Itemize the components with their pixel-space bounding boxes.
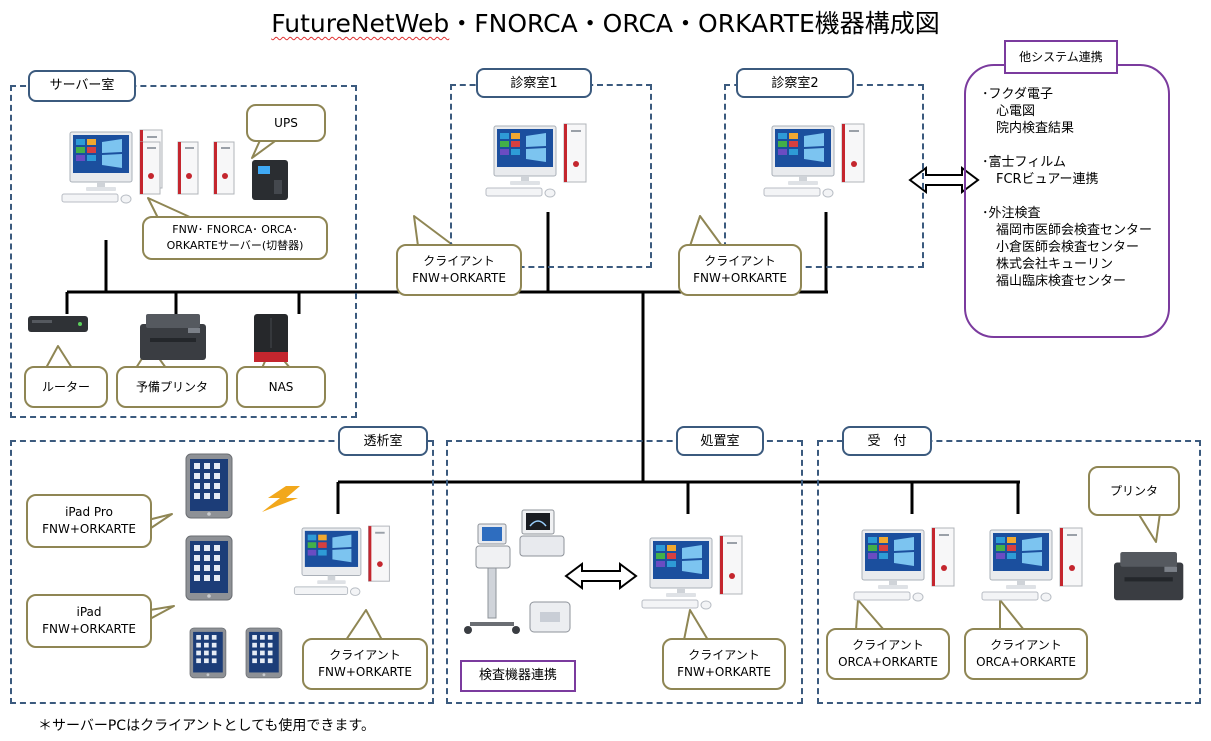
ups-icon (252, 160, 288, 200)
exam-room-2-label: 診察室2 (736, 68, 854, 98)
exam-room-2 (724, 84, 924, 268)
ipad-pro-line2: FNW+ORKARTE (42, 522, 136, 536)
spare-printer-label: 予備プリンタ (135, 379, 208, 394)
exam2-other-systems-arrow (908, 166, 980, 194)
nas-label: NAS (268, 379, 294, 394)
dialysis-room (10, 440, 434, 704)
outsource-item-4: 福山臨床検査センター (996, 274, 1127, 289)
dialysis-client-line2: FNW+ORKARTE (318, 665, 412, 679)
reception-client2-line1: クライアント (990, 638, 1062, 652)
ups-label: UPS (274, 115, 298, 130)
outsource-heading: ･外注検査 (982, 206, 1041, 221)
treatment-client-bubble: クライアント FNW+ORKARTE (662, 638, 786, 690)
server-room-label: サーバー室 (28, 70, 136, 102)
server-label-line2: ORKARTEサーバー(切替器) (166, 239, 304, 252)
outsource-item-2: 小倉医師会検査センター (996, 240, 1140, 255)
nas-icon (254, 314, 288, 362)
nas-bubble: NAS (236, 366, 326, 408)
router-icon (28, 316, 88, 332)
ups-bubble: UPS (246, 104, 326, 142)
portable-ultrasound-icon (519, 509, 565, 557)
other-systems-label: 他システム連携 (1004, 40, 1118, 74)
dialysis-client-line1: クライアント (329, 648, 401, 662)
exam-room-1-label: 診察室1 (476, 68, 592, 98)
reception-client1-line1: クライアント (852, 638, 924, 652)
server-label-line1: FNW･ FNORCA･ ORCA･ (172, 223, 298, 236)
ipad-line1: iPad (76, 605, 102, 619)
exam-device-arrow (564, 562, 638, 590)
fukuda-item-2: 院内検査結果 (996, 121, 1075, 136)
exam2-client-line2: FNW+ORKARTE (693, 271, 787, 285)
exam1-client-line2: FNW+ORKARTE (412, 271, 506, 285)
title-underlined: FutureNetWeb (271, 9, 450, 38)
lightning-icon (262, 486, 300, 512)
fukuda-heading: ･フクダ電子 (982, 87, 1053, 102)
spare-printer-bubble: 予備プリンタ (116, 366, 228, 408)
server-room (10, 85, 357, 418)
treatment-room (446, 440, 803, 704)
router-label: ルーター (41, 379, 90, 394)
reception-client1-line2: ORCA+ORKARTE (838, 655, 938, 669)
other-systems-panel: ･フクダ電子 心電図 院内検査結果 ･富士フィルム FCRビュアー連携 ･外注検… (964, 64, 1170, 338)
fukuda-item-1: 心電図 (996, 104, 1036, 119)
outsource-item-3: 株式会社キューリン (996, 257, 1114, 272)
ultrasound-cart-icon (464, 523, 520, 634)
fuji-item-1: FCRビュアー連携 (996, 172, 1099, 187)
page-title: FutureNetWeb・FNORCA・ORCA・ORKARTE機器構成図 (0, 4, 1211, 40)
ipad-pro-bubble: iPad Pro FNW+ORKARTE (26, 494, 152, 548)
ipad-line2: FNW+ORKARTE (42, 622, 136, 636)
analyzer-icon (529, 601, 571, 633)
server-bubble: FNW･ FNORCA･ ORCA･ ORKARTEサーバー(切替器) (142, 216, 328, 260)
exam-room-1 (450, 84, 652, 268)
title-rest: ・FNORCA・ORCA・ORKARTE機器構成図 (449, 9, 940, 38)
exam2-client-bubble: クライアント FNW+ORKARTE (678, 244, 802, 296)
dialysis-client-bubble: クライアント FNW+ORKARTE (302, 638, 428, 690)
treatment-client-line1: クライアント (688, 648, 760, 662)
reception-client2-bubble: クライアント ORCA+ORKARTE (964, 628, 1088, 680)
dialysis-room-label: 透析室 (338, 426, 428, 456)
reception-room (817, 440, 1201, 704)
treatment-room-label: 処置室 (676, 426, 764, 456)
reception-room-label: 受 付 (842, 426, 932, 456)
ipad-bubble: iPad FNW+ORKARTE (26, 594, 152, 648)
exam-device-label: 検査機器連携 (460, 660, 576, 692)
exam1-client-line1: クライアント (423, 254, 495, 268)
printer-bubble: プリンタ (1088, 466, 1180, 516)
printer-label: プリンタ (1109, 483, 1158, 498)
fuji-heading: ･富士フィルム (982, 155, 1066, 170)
reception-client1-bubble: クライアント ORCA+ORKARTE (826, 628, 950, 680)
treatment-client-line2: FNW+ORKARTE (677, 665, 771, 679)
outsource-item-1: 福岡市医師会検査センター (996, 223, 1153, 238)
exam2-client-line1: クライアント (704, 254, 776, 268)
router-bubble: ルーター (24, 366, 108, 408)
footnote: ＊サーバーPCはクライアントとしても使用できます。 (38, 718, 375, 734)
reception-client2-line2: ORCA+ORKARTE (976, 655, 1076, 669)
ipad-pro-line1: iPad Pro (65, 505, 113, 519)
exam1-client-bubble: クライアント FNW+ORKARTE (396, 244, 522, 296)
